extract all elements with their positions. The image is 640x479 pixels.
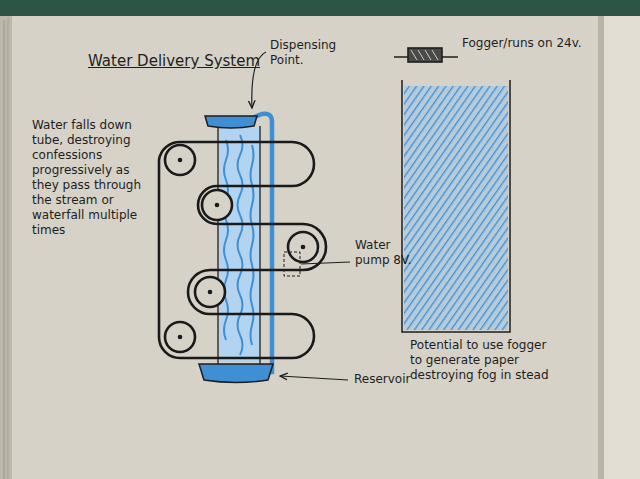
falling-water bbox=[219, 128, 259, 362]
roller bbox=[165, 322, 195, 352]
water-squiggles bbox=[224, 135, 254, 355]
annotation: Fogger/runs on 24v. bbox=[462, 36, 582, 51]
axle bbox=[178, 335, 183, 340]
axle bbox=[215, 203, 220, 208]
axle bbox=[301, 245, 306, 250]
page-edges bbox=[0, 16, 12, 479]
annotation: Dispensing Point. bbox=[270, 38, 350, 68]
roller bbox=[288, 232, 318, 262]
gutter-shadow bbox=[598, 16, 604, 479]
fog-container bbox=[402, 80, 510, 332]
roller bbox=[165, 145, 195, 175]
fogger-hatch bbox=[411, 50, 438, 60]
annotation: Water pump 8V. bbox=[355, 238, 421, 268]
return-pipe bbox=[252, 114, 272, 372]
fog-fill bbox=[404, 86, 508, 330]
rollers bbox=[165, 145, 318, 352]
page-title: Water Delivery System bbox=[88, 52, 260, 71]
roller-axles bbox=[178, 158, 306, 340]
tube-wall bbox=[259, 126, 260, 364]
tube-wall bbox=[217, 126, 218, 364]
leader-line bbox=[301, 262, 350, 264]
conveyor-belt bbox=[159, 142, 326, 358]
facing-page bbox=[600, 16, 640, 479]
leader-arrow bbox=[280, 376, 348, 380]
axle bbox=[208, 290, 213, 295]
dispensing-cup bbox=[205, 116, 257, 128]
page-ground bbox=[12, 16, 608, 479]
annotation: Water falls down tube, destroying confes… bbox=[32, 118, 150, 238]
axle bbox=[178, 158, 183, 163]
fogger-unit bbox=[408, 48, 442, 62]
roller bbox=[202, 190, 232, 220]
reservoir-tray bbox=[199, 364, 273, 383]
roller bbox=[195, 277, 225, 307]
annotation: Potential to use fogger to generate pape… bbox=[410, 338, 555, 383]
page-edge-line bbox=[8, 18, 9, 479]
pump-outline bbox=[284, 252, 300, 276]
page-edge-line bbox=[4, 20, 5, 479]
